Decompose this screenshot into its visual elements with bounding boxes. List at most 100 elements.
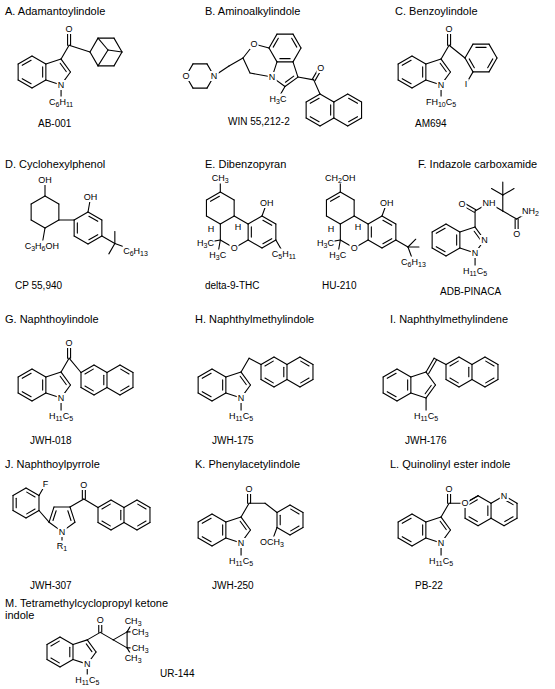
bond-line bbox=[206, 192, 220, 200]
bond-line bbox=[226, 372, 241, 377]
bond-line bbox=[269, 48, 277, 62]
bond-line bbox=[502, 182, 503, 195]
bond-line bbox=[472, 380, 485, 388]
bond-line bbox=[300, 380, 313, 388]
bond-line bbox=[98, 65, 114, 66]
formula-part: 5 bbox=[69, 414, 73, 421]
bond-line bbox=[243, 58, 250, 73]
bond-line bbox=[402, 518, 411, 523]
atom-label: N bbox=[237, 538, 246, 548]
formula-part: 11 bbox=[420, 414, 427, 421]
atom-label: O bbox=[350, 243, 359, 253]
bond-line bbox=[425, 64, 426, 80]
atom-label: O bbox=[79, 480, 88, 490]
atom-label: C5H11 bbox=[271, 248, 297, 259]
bond-line bbox=[397, 369, 411, 377]
bond-line bbox=[504, 518, 517, 526]
bond-line bbox=[198, 514, 212, 522]
formula-part: C bbox=[340, 249, 347, 259]
bond-line bbox=[202, 392, 211, 397]
bond-line bbox=[432, 248, 446, 256]
bond-line bbox=[60, 63, 66, 71]
bond-line bbox=[334, 94, 348, 102]
formula-part: 3 bbox=[138, 657, 142, 664]
compound-name: JWH-176 bbox=[405, 435, 447, 447]
atom-label: N bbox=[471, 248, 480, 258]
panel-title: D. Cyclohexylphenol bbox=[5, 158, 105, 170]
bond-line bbox=[395, 224, 396, 240]
bond-line bbox=[450, 378, 458, 383]
bond-line bbox=[293, 62, 298, 77]
bond-line bbox=[87, 632, 100, 640]
bond-line bbox=[407, 380, 408, 390]
bond-line bbox=[487, 506, 488, 516]
bond-line bbox=[61, 372, 70, 385]
atom-label: N bbox=[237, 393, 246, 403]
formula-part: H bbox=[197, 237, 204, 247]
bond-line bbox=[94, 365, 107, 373]
formula-part: OH bbox=[46, 240, 60, 250]
bond-line bbox=[491, 518, 504, 526]
bond-line bbox=[383, 377, 384, 393]
atom-label: CH2OH bbox=[324, 173, 356, 184]
bond-line bbox=[489, 58, 497, 72]
formula-part: 11 bbox=[435, 559, 442, 566]
bond-line bbox=[440, 521, 446, 529]
formula-part: 13 bbox=[418, 261, 426, 268]
atom-label: H11C5 bbox=[228, 410, 254, 421]
bond-line bbox=[387, 392, 396, 397]
bond-line bbox=[269, 34, 277, 48]
bond-line bbox=[32, 80, 46, 88]
bond-line bbox=[459, 232, 460, 248]
atom-label: N bbox=[210, 71, 219, 81]
bond-line bbox=[22, 79, 31, 84]
bond-line bbox=[102, 236, 115, 244]
bond-line bbox=[68, 511, 71, 521]
bond-line bbox=[18, 377, 19, 393]
bond-line bbox=[402, 537, 411, 542]
atom-label: F bbox=[42, 479, 50, 489]
formula-part: O bbox=[351, 243, 358, 253]
atom-label: O bbox=[445, 24, 454, 34]
bond-line bbox=[320, 118, 334, 126]
bond-line bbox=[113, 632, 127, 640]
bond-line bbox=[225, 377, 226, 393]
formula-part: N bbox=[438, 80, 445, 90]
bond-line bbox=[460, 227, 475, 232]
formula-part: O bbox=[246, 484, 253, 494]
formula-part: O bbox=[250, 39, 257, 49]
compound-name: ADB-PINACA bbox=[440, 286, 501, 298]
formula-part: N bbox=[501, 491, 508, 501]
bond-line bbox=[291, 509, 299, 514]
formula-part: 5 bbox=[249, 559, 253, 566]
bond-line bbox=[51, 641, 59, 646]
bond-line bbox=[27, 509, 35, 514]
formula-part: N bbox=[269, 72, 276, 82]
formula-part: O bbox=[80, 480, 87, 490]
bond-line bbox=[206, 216, 220, 224]
formula-part: O bbox=[97, 615, 104, 625]
formula-part: CH bbox=[132, 626, 145, 636]
bond-line bbox=[426, 372, 435, 385]
atom-label: C3H6OH bbox=[24, 240, 60, 251]
formula-part: C bbox=[477, 265, 484, 275]
formula-part: H bbox=[270, 93, 277, 103]
bond-line bbox=[310, 98, 319, 103]
formula-part: 3 bbox=[145, 630, 149, 637]
formula-part: 3 bbox=[145, 646, 149, 653]
bond-line bbox=[85, 369, 93, 374]
bond-line bbox=[202, 518, 211, 523]
bond-line bbox=[241, 372, 250, 385]
formula-part: 5 bbox=[452, 100, 456, 107]
bond-line bbox=[127, 632, 128, 648]
bond-line bbox=[274, 380, 287, 388]
formula-part: 5 bbox=[278, 252, 282, 259]
atom-label: H bbox=[354, 222, 363, 232]
atom-label: O bbox=[65, 24, 74, 34]
bond-line bbox=[114, 52, 122, 66]
bond-line bbox=[465, 58, 473, 72]
formula-part: H bbox=[414, 410, 421, 420]
atom-label: R1 bbox=[56, 540, 68, 551]
formula-part: H bbox=[229, 410, 236, 420]
bond-line bbox=[98, 500, 111, 508]
